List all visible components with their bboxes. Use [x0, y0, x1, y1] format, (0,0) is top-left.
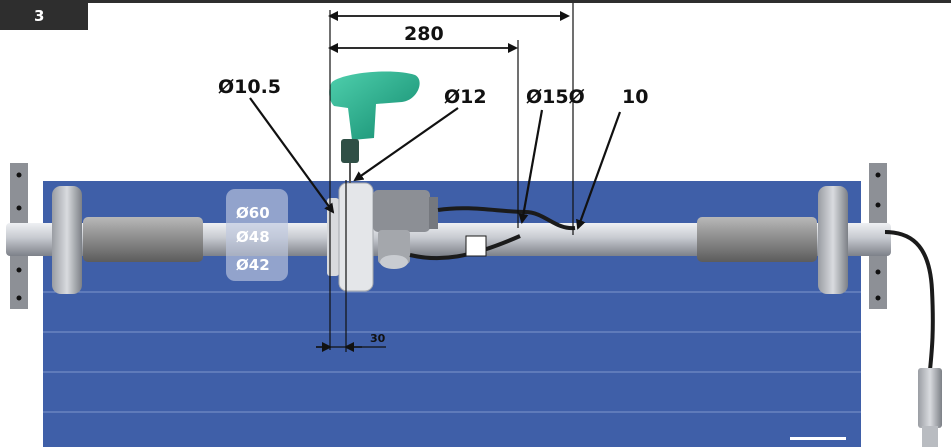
length-dimension-label: 280 — [404, 23, 444, 45]
drill-bit-diameter-label: Ø10.5 — [218, 76, 282, 98]
left-end-disc — [52, 186, 82, 294]
tube-size-box — [226, 189, 288, 281]
right-end-disc — [818, 186, 848, 294]
power-cable — [884, 230, 935, 371]
step-badge: 3 — [0, 0, 88, 30]
cable-plug — [918, 368, 942, 428]
cable-plug-tip — [922, 426, 938, 447]
callout-arrows — [249, 97, 622, 230]
tube-size-42: Ø42 — [236, 256, 270, 274]
header-rule — [88, 0, 951, 3]
hole-diameter-12-label: Ø12 — [444, 86, 487, 108]
right-spring — [697, 217, 817, 262]
dimension-lines — [316, 0, 574, 352]
drill-icon — [329, 71, 420, 183]
hole-diameter-15-label: Ø15Ø — [526, 86, 585, 108]
left-spring — [83, 217, 203, 262]
offset-dimension-label: 30 — [370, 332, 386, 345]
tube-size-48: Ø48 — [236, 228, 270, 246]
value-10-label: 10 — [622, 86, 649, 108]
tube-size-60: Ø60 — [236, 204, 270, 222]
